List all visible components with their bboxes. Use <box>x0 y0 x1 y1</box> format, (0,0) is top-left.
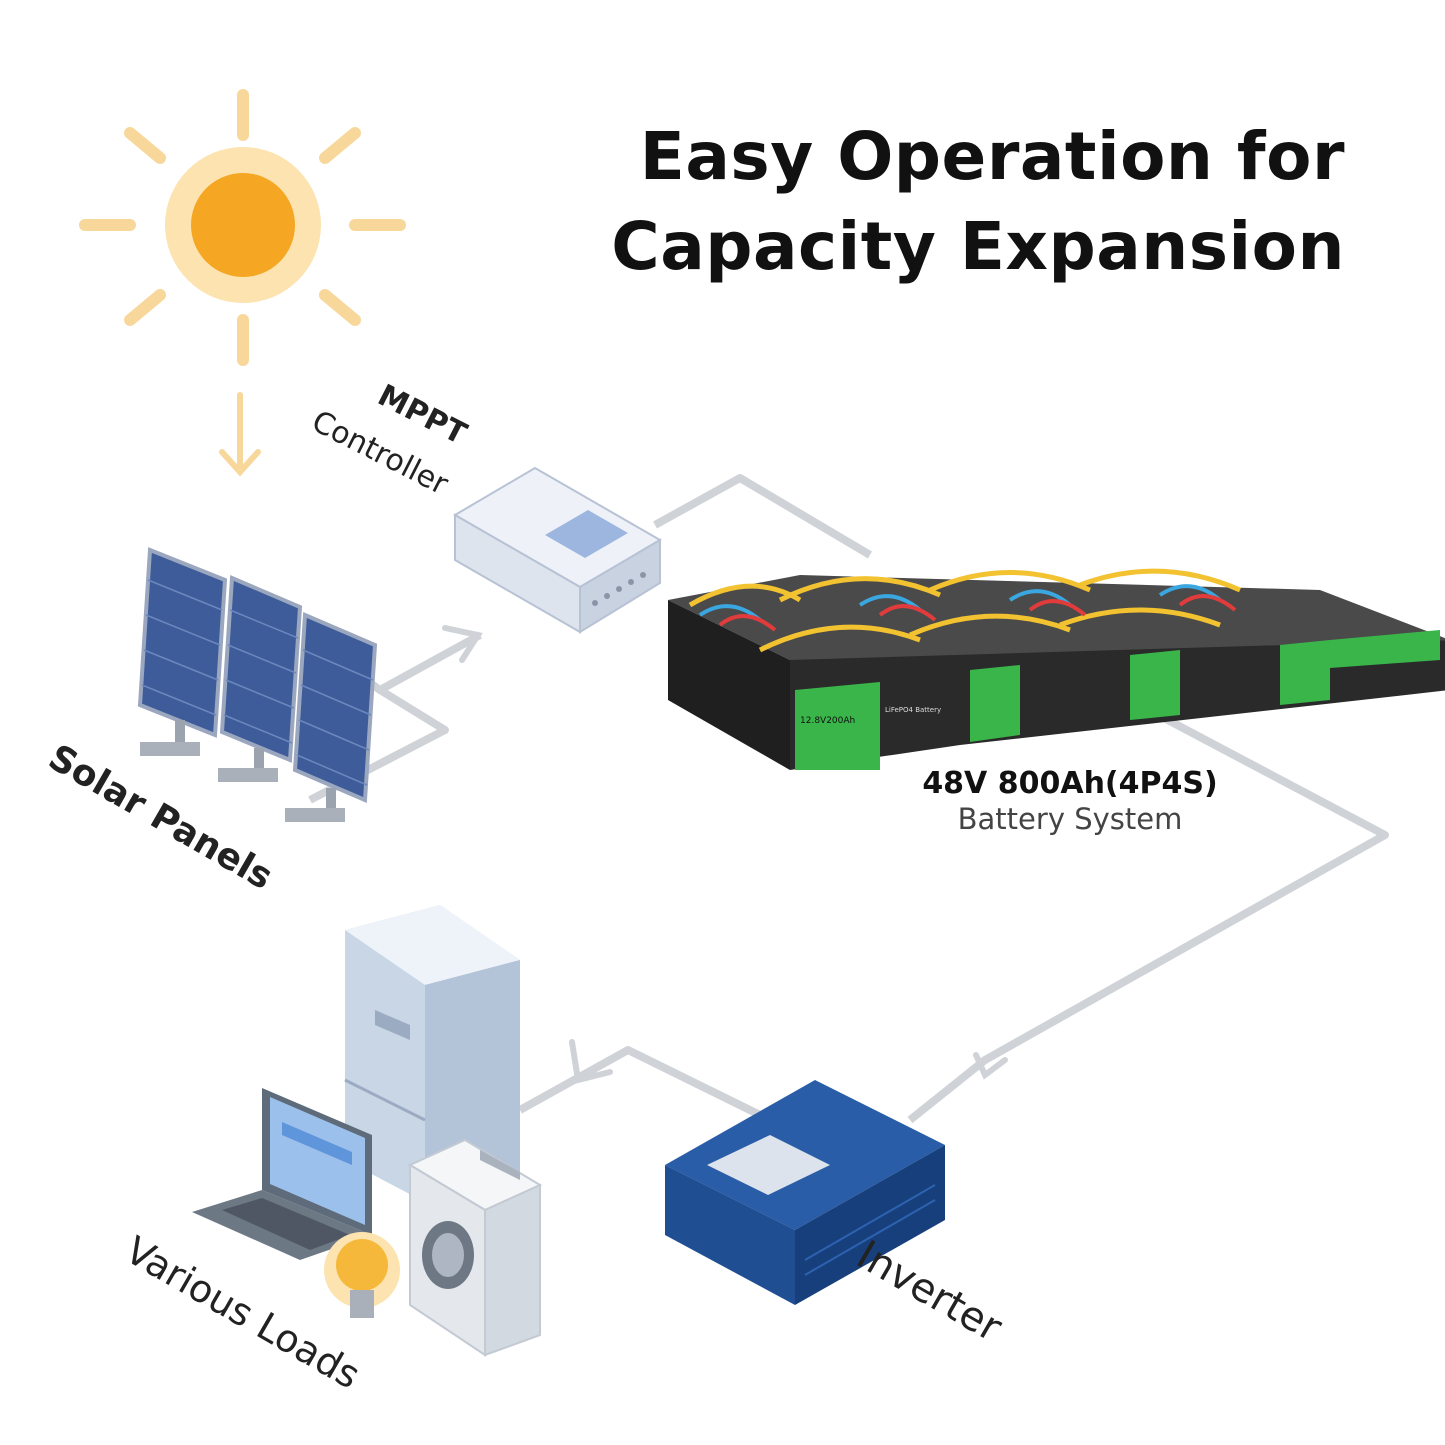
laptop-icon <box>192 1088 372 1260</box>
title-line-1: Easy Operation for <box>639 118 1345 195</box>
solar-panels-icon <box>137 547 378 822</box>
battery-sub-label: Battery System <box>957 802 1183 836</box>
down-arrow-icon <box>219 392 261 477</box>
title-line-2: Capacity Expansion <box>611 208 1345 285</box>
mppt-controller-icon <box>453 466 662 634</box>
battery-bank-icon: 12.8V200Ah LiFePO4 Battery <box>668 568 1445 770</box>
inverter-icon <box>665 1080 945 1305</box>
sun-icon <box>79 89 406 366</box>
washing-machine-icon <box>407 1138 543 1357</box>
light-bulb-icon <box>324 1232 400 1318</box>
flow-arrow-icon <box>442 625 1008 1084</box>
battery-system-label: 48V 800Ah(4P4S) Battery System <box>900 766 1240 836</box>
battery-model-text: 12.8V200Ah <box>800 716 855 726</box>
page-title: Easy Operation for Capacity Expansion <box>565 112 1345 292</box>
battery-chem-text: LiFePO4 Battery <box>885 706 941 714</box>
battery-spec-label: 48V 800Ah(4P4S) <box>922 766 1218 801</box>
